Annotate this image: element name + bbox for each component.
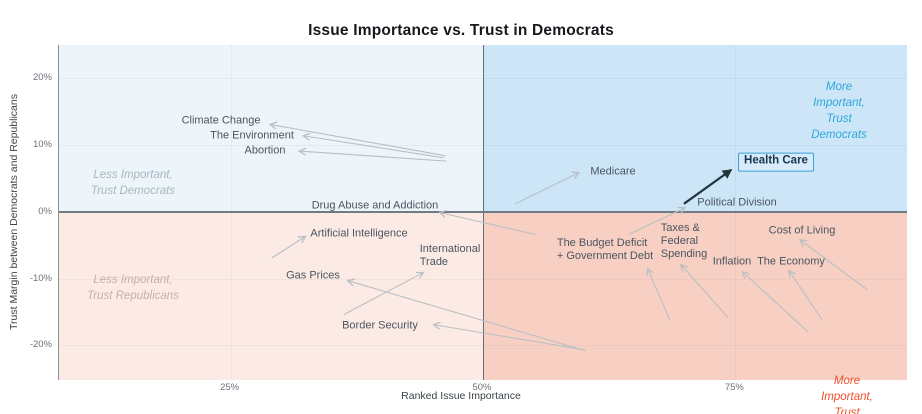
issue-label-abortion: Abortion <box>244 144 286 157</box>
zero-margin-line <box>59 210 907 213</box>
issue-label-the-economy: The Economy <box>757 255 825 268</box>
x-tick-label: 50% <box>472 382 492 393</box>
issue-label-the-environment: The Environment <box>210 129 294 142</box>
issue-label-health-care: Health Care <box>738 152 814 172</box>
issue-label-taxes-federal-spending: Taxes & Federal Spending <box>660 222 708 261</box>
quadrant-label-more-important-trust-democrats: More Important, Trust Democrats <box>811 80 867 142</box>
x-tick-label: 75% <box>724 382 744 393</box>
quadrant-label-more-important-trust-republicans: More Important, Trust Republicans <box>821 374 873 414</box>
issue-label-political-division: Political Division <box>697 196 777 209</box>
quadrant-more-important-trust-democrats: More Important, Trust Democrats <box>483 45 907 212</box>
quadrant-label-less-important-trust-democrats: Less Important, Trust Democrats <box>90 168 176 197</box>
issue-label-medicare: Medicare <box>590 165 636 178</box>
issue-label-drug-abuse-and-addiction: Drug Abuse and Addiction <box>311 199 439 212</box>
x-axis-label: Ranked Issue Importance <box>401 390 521 402</box>
issue-label-inflation: Inflation <box>712 255 752 268</box>
issue-label-gas-prices: Gas Prices <box>286 269 340 282</box>
quadrant-less-important-trust-republicans: Less Important, Trust Republicans <box>59 212 483 380</box>
y-tick-label: 20% <box>32 72 52 84</box>
issue-label-artificial-intelligence: Artificial Intelligence <box>310 227 408 240</box>
chart-title: Issue Importance vs. Trust in Democrats <box>308 22 614 39</box>
y-tick-label: 10% <box>32 139 52 151</box>
issue-label-border-security: Border Security <box>342 319 418 332</box>
plot-area: Less Important, Trust Democrats More Imp… <box>58 45 907 414</box>
y-tick-label: -10% <box>29 272 52 284</box>
issue-label-cost-of-living: Cost of Living <box>768 224 836 237</box>
issue-label-international-trade: International Trade <box>419 242 481 268</box>
x-tick-label: 25% <box>220 382 240 393</box>
y-tick-label: 0% <box>38 205 52 217</box>
y-tick-label: -20% <box>29 339 52 351</box>
quadrant-label-less-important-trust-republicans: Less Important, Trust Republicans <box>87 273 179 302</box>
issue-label-the-budget-deficit-government-debt: The Budget Deficit + Government Debt <box>556 236 654 262</box>
issue-label-climate-change: Climate Change <box>181 114 261 127</box>
